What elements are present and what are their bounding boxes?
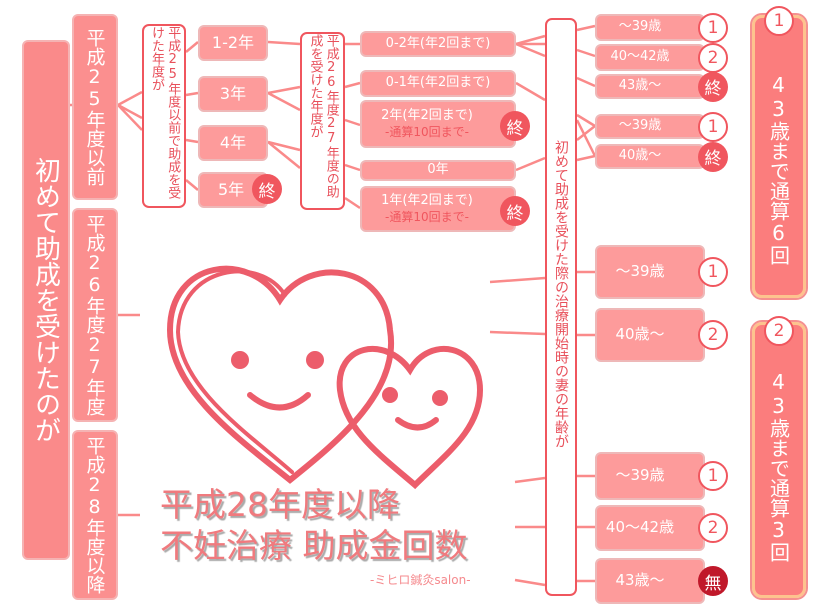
age-option: 40歳～ — [595, 308, 705, 362]
result-text: 43歳まで通算3回 — [766, 370, 791, 562]
h25-year-4: 4年 — [198, 125, 268, 161]
count-badge: 1 — [698, 257, 728, 287]
main-label: 初めて助成を受けたのが — [22, 40, 70, 560]
end-badge: 終 — [252, 174, 282, 204]
age-label: 40～42歳 — [610, 49, 670, 65]
h25-year-1-2: 1-2年 — [198, 25, 268, 61]
count-badge: 1 — [698, 461, 728, 491]
option-subtext: -通算10回まで- — [385, 209, 469, 224]
period-h2627: 平成26年度27年度 — [72, 208, 118, 422]
option-text: 1年(年2回まで) — [381, 192, 473, 208]
period-h25: 平成25年度以前 — [72, 14, 118, 200]
age-label: 43歳～ — [615, 571, 665, 590]
h2627-option: 0年 — [360, 160, 516, 181]
period-h28: 平成28年度以降 — [72, 430, 118, 600]
hearts-illustration — [166, 265, 484, 490]
h2627-option: 2年(年2回まで)-通算10回まで- — [360, 100, 516, 148]
option-text: 2年(年2回まで) — [381, 107, 473, 123]
credit: -ミヒロ鍼灸salon- — [370, 573, 471, 587]
age-label: ～39歳 — [615, 466, 665, 485]
h25-year-3: 3年 — [198, 76, 268, 112]
age-label: 40歳～ — [615, 325, 665, 344]
age-option: ～39歳 — [595, 245, 705, 299]
title-line-2: 不妊治療 助成金回数 — [160, 526, 468, 566]
option-subtext: -通算10回まで- — [385, 124, 469, 139]
h2627-option: 0-2年(年2回まで) — [360, 31, 516, 57]
h25-question: 平成25年度以前で助成を受けた年度が — [142, 24, 186, 208]
count-badge: 1 — [698, 111, 728, 142]
diagram-title: 平成28年度以降 不妊治療 助成金回数 — [160, 484, 468, 567]
age-option: 43歳～ — [595, 74, 705, 99]
age-label: 43歳～ — [618, 78, 662, 94]
title-line-1: 平成28年度以降 — [160, 485, 400, 524]
end-badge: 終 — [500, 111, 530, 141]
result-3-times: 43歳まで通算3回 — [750, 320, 808, 600]
age-option: ～39歳 — [595, 14, 705, 41]
option-text: 0年 — [427, 162, 449, 178]
end-badge: 終 — [500, 196, 530, 226]
result-badge: 1 — [764, 6, 794, 36]
count-badge: 2 — [698, 42, 728, 73]
result-badge: 2 — [764, 316, 794, 346]
age-option: ～39歳 — [595, 114, 705, 139]
h2627-question: 平成26年度27年度の助成を受けた年度が — [300, 32, 345, 210]
h2627-option: 0-1年(年2回まで) — [360, 70, 516, 97]
age-option: 43歳～ — [595, 558, 705, 604]
age-label: 40～42歳 — [605, 518, 675, 537]
result-6-times: 43歳まで通算6回 — [750, 13, 808, 300]
age-option: 40～42歳 — [595, 44, 705, 71]
age-label: ～39歳 — [618, 118, 662, 134]
count-badge: 2 — [698, 320, 728, 350]
end-badge: 終 — [698, 141, 728, 172]
age-option: 40～42歳 — [595, 505, 705, 551]
end-badge: 終 — [698, 71, 728, 102]
age-label: ～39歳 — [618, 19, 662, 35]
age-label: ～39歳 — [615, 262, 665, 281]
option-text: 0-2年(年2回まで) — [385, 35, 491, 51]
result-text: 43歳まで通算6回 — [766, 73, 791, 265]
age-question: 初めて助成を受けた際の治療開始時の妻の年齢が — [553, 140, 569, 448]
age-question-box: 初めて助成を受けた際の治療開始時の妻の年齢が — [545, 18, 577, 596]
age-option: 40歳～ — [595, 144, 705, 169]
none-badge: 無 — [698, 566, 728, 596]
option-text: 0-1年(年2回まで) — [385, 75, 491, 91]
count-badge: 2 — [698, 513, 728, 543]
count-badge: 1 — [698, 12, 728, 43]
age-label: 40歳～ — [618, 148, 662, 164]
age-option: ～39歳 — [595, 452, 705, 500]
h2627-option: 1年(年2回まで)-通算10回まで- — [360, 186, 516, 232]
